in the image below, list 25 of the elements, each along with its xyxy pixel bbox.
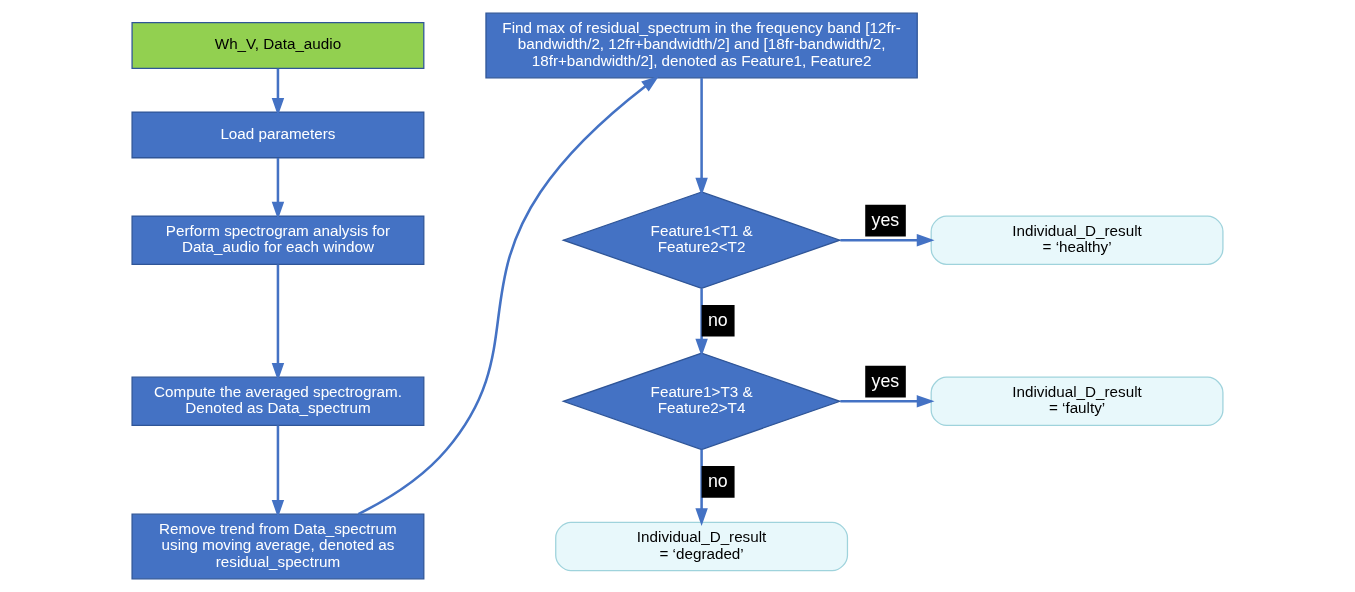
node-box: Find max of residual_spectrum in the frequency band [12fr-bandwidth/2, 12fr+bandwidth/2] and [18fr-bandwidth/2, 18fr+bandwidth/2], denoted as Feature1, Feature2 [485, 12, 918, 79]
edge-label: no [707, 471, 728, 492]
arrow [695, 449, 708, 527]
arrow [695, 288, 708, 357]
arrow [271, 425, 285, 518]
node-box: Remove trend from Data_spectrum using moving average, denoted as residual_spectrum [131, 513, 425, 580]
node-box: Wh_V, Data_audio [131, 22, 425, 69]
node-box: Compute the averaged spectrogram. Denoted as Data_spectrum [131, 376, 425, 426]
arrow [271, 157, 285, 220]
node-box: Individual_D_result = ‘degraded’ [555, 521, 849, 572]
arrow [271, 264, 285, 381]
edge-label: yes [871, 370, 900, 391]
node-diamond: Feature1<T1 & Feature2<T2 [561, 191, 842, 290]
node-box: Individual_D_result = ‘healthy’ [930, 215, 1224, 265]
node-box: Load parameters [131, 111, 425, 159]
arrow [271, 68, 285, 116]
arrow [840, 395, 935, 408]
arrow [840, 233, 935, 247]
node-diamond: Feature1>T3 & Feature2>T4 [561, 352, 842, 451]
node-box: Perform spectrogram analysis for Data_audio for each window [131, 215, 425, 265]
arrow [357, 75, 660, 516]
arrow [695, 78, 708, 196]
edge-label: no [707, 310, 728, 331]
node-box: Individual_D_result = ‘faulty’ [930, 376, 1224, 426]
edge-label: yes [871, 209, 900, 230]
